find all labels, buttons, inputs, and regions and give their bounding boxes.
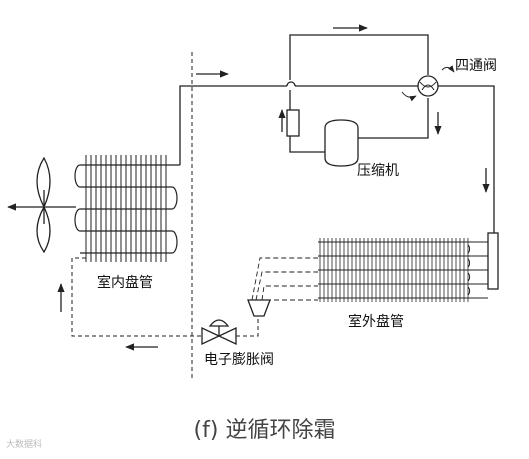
accumulator xyxy=(286,109,300,137)
distributor xyxy=(247,299,271,317)
outdoor-tube-bend xyxy=(467,244,471,254)
watermark: 大数据科 xyxy=(6,440,43,450)
valve-to-outdoor-pipe xyxy=(438,85,495,233)
outdoor-tube-bend xyxy=(467,286,471,296)
four-way-valve xyxy=(417,75,439,97)
indoor-to-valve-pipe xyxy=(179,85,418,165)
liquid-line-to-distributor xyxy=(236,316,259,337)
distributor-feed-lines xyxy=(251,257,318,301)
liquid-line-dashed xyxy=(71,257,202,337)
indoor-coil-label: 室内盘管 xyxy=(97,275,153,291)
bypass-pipe xyxy=(289,34,429,80)
compressor xyxy=(324,119,359,167)
fan xyxy=(7,156,76,254)
expansion-valve xyxy=(201,319,237,346)
indoor-coil xyxy=(74,155,180,262)
four-way-valve-label: 四通阀 xyxy=(455,58,497,74)
figure-caption: (f) 逆循环除霜 xyxy=(193,418,336,443)
compressor-pipe xyxy=(289,98,429,153)
compressor-label: 压缩机 xyxy=(357,163,399,179)
outdoor-coil xyxy=(318,238,488,302)
outdoor-coil-header xyxy=(487,232,499,290)
expansion-valve-label: 电子膨胀阀 xyxy=(204,352,274,368)
outdoor-tube-bend xyxy=(467,272,471,282)
outdoor-coil-label: 室外盘管 xyxy=(348,314,404,330)
valve-internal xyxy=(419,81,437,88)
valve-curl-arrow-bottom xyxy=(401,91,417,102)
valve-curl-arrow-top xyxy=(441,65,455,73)
pipe-crossover xyxy=(286,81,296,87)
outdoor-tube-bend xyxy=(467,258,471,268)
indoor-tube xyxy=(74,164,180,254)
